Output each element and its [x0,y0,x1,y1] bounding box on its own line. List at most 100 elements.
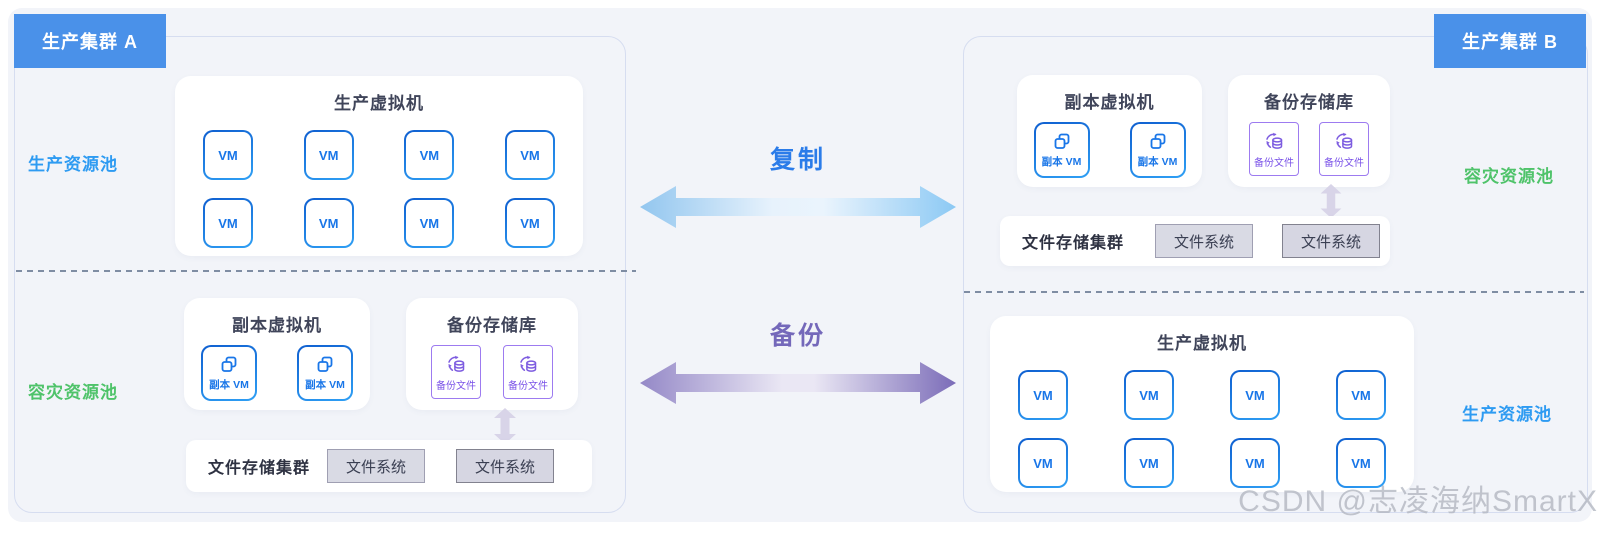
backup-file-box: 备份文件 [503,345,553,399]
vm-label: VM [1351,387,1371,403]
cluster-a-backup-repo-group: 备份存储库 备份文件 [406,298,578,410]
vm-row: VM VM VM VM [1018,370,1386,420]
group-title: 副本虚拟机 [1064,93,1155,112]
copy-icon [317,356,333,372]
vm-label: VM [218,215,238,231]
cluster-b-file-storage-group: 文件存储集群 文件系统 文件系统 [1000,216,1390,266]
replica-vm-row: 副本 VM 副本 VM [184,345,370,401]
replica-vm-label: 副本 VM [1041,156,1082,168]
vm-label: VM [318,147,339,163]
replica-vm-box: 副本 VM [1034,122,1090,178]
cluster-b-replica-vm-group: 副本虚拟机 副本 VM 副本 VM [1017,75,1202,187]
vm-box: VM [304,130,354,180]
cluster-b-dr-pool-label: 容灾资源池 [1464,167,1554,186]
backup-sync-database-icon [448,355,465,372]
group-title: 备份存储库 [447,316,537,335]
vm-row: VM VM VM VM [1018,438,1386,488]
vertical-double-arrow [1320,184,1342,218]
cluster-a-badge-label: 生产集群 A [42,32,138,52]
vm-label: VM [520,147,540,163]
cluster-a-replica-vm-group: 副本虚拟机 副本 VM 副本 VM [184,298,370,410]
vm-box: VM [505,198,555,248]
group-title: 副本虚拟机 [232,316,322,335]
vm-label: VM [1139,387,1159,403]
cluster-b-container [963,36,1588,513]
cluster-b-badge: 生产集群 B [1434,14,1586,68]
vm-box: VM [1230,438,1280,488]
cluster-b-pool-divider [964,291,1584,293]
copy-icon [1054,133,1069,149]
backup-file-label: 备份文件 [1254,157,1294,169]
replica-vm-label: 副本 VM [209,379,249,391]
replication-flow-label: 复制 [769,146,826,174]
vm-label: VM [419,147,440,163]
vm-box: VM [404,130,454,180]
replica-vm-label: 副本 VM [1137,156,1178,168]
cluster-b-badge-label: 生产集群 B [1462,32,1558,52]
file-system-label: 文件系统 [1173,233,1234,251]
backup-file-box: 备份文件 [431,345,481,399]
vm-row: VM VM VM VM [203,198,555,248]
vm-box: VM [1124,370,1174,420]
cluster-b-production-vm-group: 生产虚拟机 VM VM VM VM VM VM VM VM [990,316,1414,492]
vm-box: VM [1018,370,1068,420]
backup-double-arrow [640,362,956,404]
vm-label: VM [419,215,440,231]
vm-grid: VM VM VM VM VM VM VM VM [990,354,1414,488]
vm-box: VM [1336,438,1386,488]
cluster-a-container [14,36,626,513]
file-storage-label: 文件存储集群 [1022,235,1125,252]
file-system-box: 文件系统 [1155,224,1253,258]
cluster-a-badge: 生产集群 A [14,14,166,68]
vm-box: VM [1230,370,1280,420]
backup-sync-database-icon [520,355,537,372]
cluster-b-backup-repo-group: 备份存储库 备份文件 [1228,75,1390,187]
csdn-watermark: CSDN @志凌海纳SmartX [1238,485,1598,518]
replication-double-arrow [640,186,956,228]
vm-box: VM [404,198,454,248]
vm-grid: VM VM VM VM VM VM VM VM [175,114,583,248]
backup-file-box: 备份文件 [1319,122,1369,176]
cluster-b-production-pool-label: 生产资源池 [1462,405,1552,424]
vm-label: VM [1139,455,1159,471]
cluster-a-production-vm-group: 生产虚拟机 VM VM VM VM VM VM VM VM [175,76,583,256]
vm-box: VM [304,198,354,248]
vm-label: VM [1033,387,1053,403]
vm-label: VM [1351,455,1371,471]
file-system-label: 文件系统 [1300,233,1361,251]
vm-box: VM [203,130,253,180]
backup-file-box: 备份文件 [1249,122,1299,176]
replica-vm-box: 副本 VM [1130,122,1186,178]
vm-row: VM VM VM VM [203,130,555,180]
backup-file-label: 备份文件 [436,380,476,392]
group-title: 生产虚拟机 [334,94,424,113]
backup-file-row: 备份文件 备份文件 [406,345,578,399]
copy-icon [221,356,237,372]
cluster-a-production-pool-label: 生产资源池 [28,155,118,174]
vertical-double-arrow [494,408,516,444]
file-system-box: 文件系统 [1282,224,1380,258]
vm-box: VM [1124,438,1174,488]
vm-label: VM [318,215,339,231]
file-system-box: 文件系统 [327,449,425,483]
replica-vm-box: 副本 VM [297,345,353,401]
replica-vm-row: 副本 VM 副本 VM [1017,122,1202,178]
backup-sync-database-icon [1336,132,1353,149]
vm-box: VM [1336,370,1386,420]
vm-label: VM [1033,455,1053,471]
file-system-label: 文件系统 [345,458,406,476]
backup-file-label: 备份文件 [508,380,548,392]
replica-vm-label: 副本 VM [305,379,345,391]
vm-label: VM [1245,455,1265,471]
vm-label: VM [520,215,540,231]
vm-box: VM [505,130,555,180]
vm-label: VM [218,147,238,163]
cluster-a-file-storage-group: 文件存储集群 文件系统 文件系统 [186,440,592,492]
cluster-a-dr-pool-label: 容灾资源池 [28,383,118,402]
vm-box: VM [1018,438,1068,488]
file-storage-label: 文件存储集群 [208,460,311,477]
backup-sync-database-icon [1266,132,1283,149]
cluster-a-pool-divider [16,270,636,272]
group-title: 生产虚拟机 [1157,334,1247,353]
